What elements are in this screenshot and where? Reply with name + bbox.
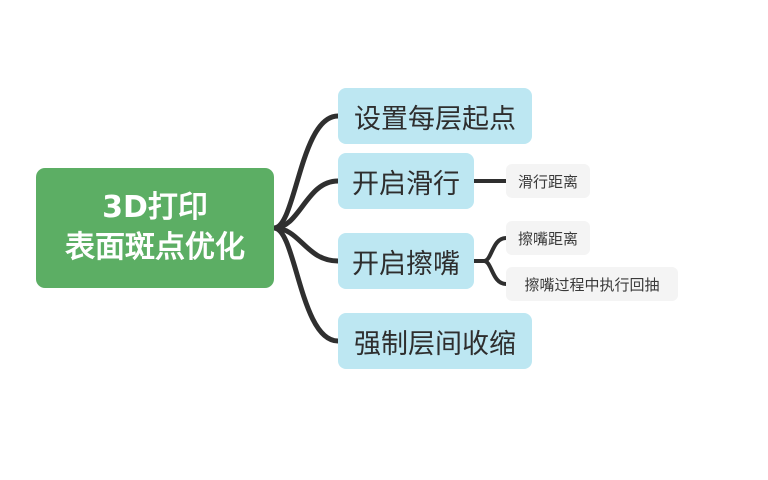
- connector-branch-3-leaf-2: [482, 259, 508, 286]
- root-node[interactable]: 3D打印 表面斑点优化: [36, 168, 274, 288]
- leaf-label: 擦嘴距离: [517, 229, 578, 248]
- branch-label: 设置每层起点: [354, 103, 516, 135]
- connector-root-branch-4: [271, 225, 341, 344]
- leaf-label: 滑行距离: [517, 172, 578, 191]
- branch-node-set-layer-start[interactable]: 设置每层起点: [338, 88, 532, 144]
- root-title-line-2: 表面斑点优化: [65, 230, 245, 265]
- branch-label: 开启滑行: [352, 168, 460, 200]
- connector-root-branch-2: [271, 178, 341, 231]
- root-title-line-1: 3D打印: [102, 190, 208, 225]
- leaf-node-retract-during-wipe[interactable]: 擦嘴过程中执行回抽: [506, 267, 678, 301]
- branch-node-force-retract-between-layers[interactable]: 强制层间收缩: [338, 313, 532, 369]
- branch-label: 开启擦嘴: [352, 248, 460, 280]
- connector-branch-3-leaf-1: [472, 236, 508, 263]
- connector-root-branch-1: [271, 113, 341, 231]
- leaf-node-wipe-distance[interactable]: 擦嘴距离: [506, 221, 590, 255]
- leaf-node-coasting-distance[interactable]: 滑行距离: [506, 164, 590, 198]
- branch-node-enable-wipe[interactable]: 开启擦嘴: [338, 233, 474, 289]
- branch-node-enable-coasting[interactable]: 开启滑行: [338, 153, 474, 209]
- leaf-label: 擦嘴过程中执行回抽: [524, 275, 660, 294]
- branch-label: 强制层间收缩: [354, 328, 516, 360]
